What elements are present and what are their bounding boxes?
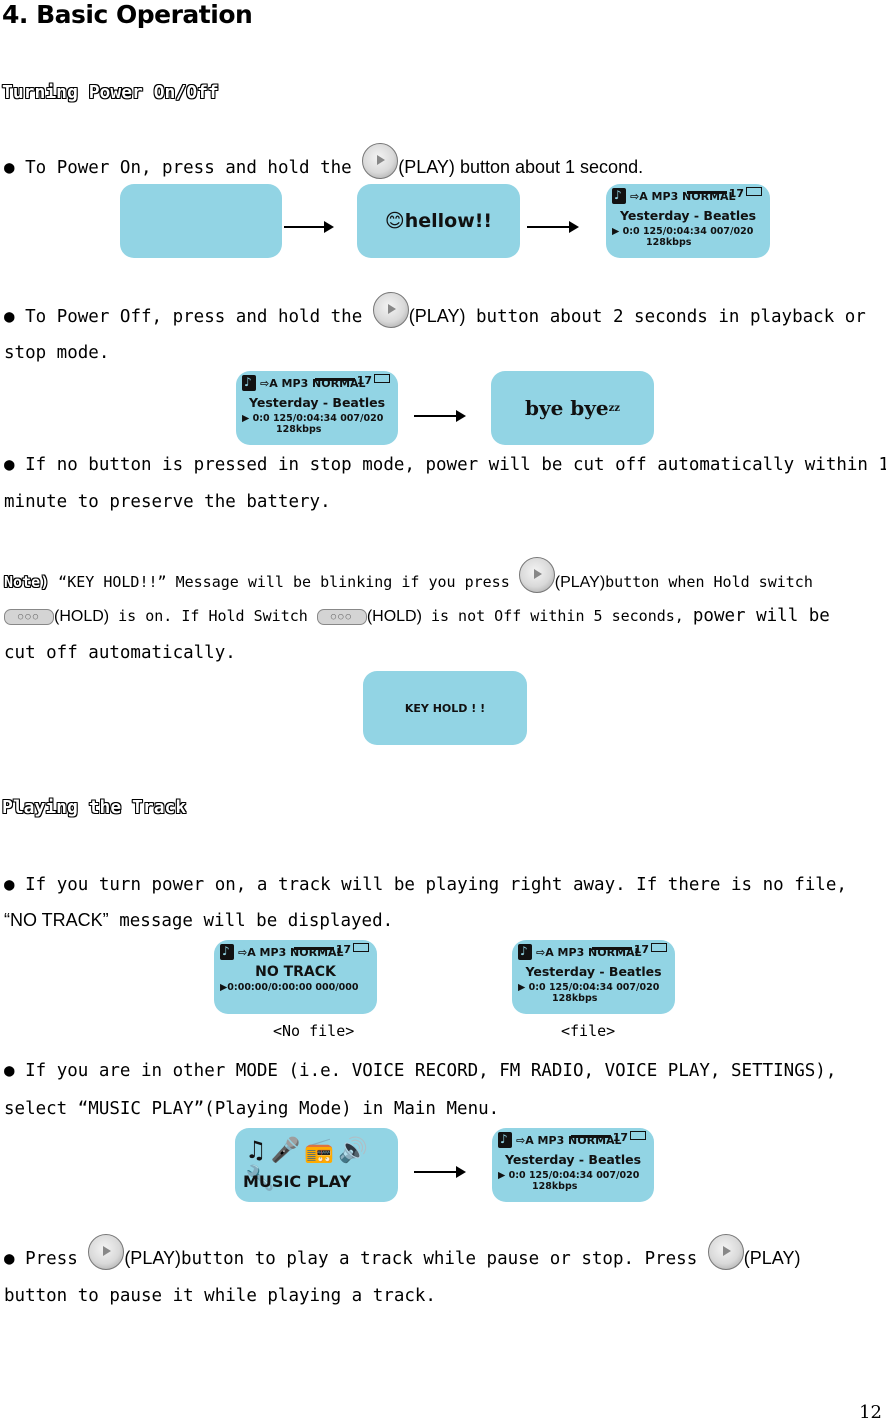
play-button-icon [518, 557, 555, 593]
progress-bar [293, 947, 334, 950]
play-button-icon [707, 1234, 744, 1270]
lcd-playback: ⇨A MP3 NORMAL 17 Yesterday - Beatles ▶ 0… [236, 371, 398, 445]
paragraph-auto-off: ● If no button is pressed in stop mode, … [4, 455, 886, 475]
progress-bar [591, 947, 632, 950]
paragraph-power-on: ● To Power On, press and hold the (PLAY)… [4, 143, 643, 179]
music-note-icon [612, 188, 626, 204]
caption-no-file: <No file> [273, 1022, 355, 1040]
caption-file: <file> [561, 1022, 616, 1040]
paragraph-mode: ● If you are in other MODE (i.e. VOICE R… [4, 1061, 837, 1081]
battery-icon [746, 187, 762, 196]
paragraph-press-play: ● Press (PLAY)button to play a track whi… [4, 1234, 800, 1270]
progress-bar [686, 191, 727, 194]
battery-icon [353, 943, 369, 952]
paragraph-mode-cont: select “MUSIC PLAY”(Playing Mode) in Mai… [4, 1099, 500, 1119]
bullet: ● [4, 158, 15, 178]
lcd-main-menu: ♫🎤📻🔊🔧 MUSIC PLAY [235, 1128, 398, 1202]
arrow-right-icon [284, 221, 334, 233]
play-button-icon [88, 1234, 125, 1270]
progress-bar [570, 1135, 611, 1138]
lcd-blank [120, 184, 282, 258]
hold-switch-icon: ○○○ [4, 609, 54, 625]
paragraph-power-off: ● To Power Off, press and hold the (PLAY… [4, 292, 866, 328]
battery-icon [630, 1131, 646, 1140]
note-paragraph: Note) “KEY HOLD!!” Message will be blink… [4, 557, 813, 593]
note-paragraph-cont: ○○○(HOLD) is on. If Hold Switch ○○○(HOLD… [4, 606, 830, 627]
hold-switch-icon: ○○○ [316, 609, 367, 625]
music-note-icon [242, 375, 256, 391]
play-button-icon [372, 292, 409, 328]
arrow-right-icon [527, 221, 579, 233]
music-note-icon [518, 944, 532, 960]
battery-icon [651, 943, 667, 952]
lcd-playback: ⇨A MP3 NORMAL 17 Yesterday - Beatles ▶ 0… [606, 184, 770, 258]
paragraph-auto-off-cont: minute to preserve the battery. [4, 492, 331, 512]
section-heading-playing: Playing the Track [2, 797, 187, 818]
music-note-icon [220, 944, 234, 960]
page-number: 12 [859, 1402, 882, 1423]
arrow-right-icon [414, 410, 466, 422]
paragraph-power-off-cont: stop mode. [4, 343, 110, 363]
paragraph-press-play-cont: button to pause it while playing a track… [4, 1286, 436, 1306]
lcd-playback: ⇨A MP3 NORMAL 17 Yesterday - Beatles ▶ 0… [492, 1128, 654, 1202]
battery-icon [374, 374, 390, 383]
arrow-right-icon [414, 1166, 466, 1178]
smiley-icon: 😊 [384, 210, 405, 232]
note-paragraph-end: cut off automatically. [4, 643, 236, 663]
lcd-no-track: ⇨A MP3 NORMAL 17 NO TRACK ▶0:00:00/0:00:… [214, 940, 377, 1014]
music-note-icon [498, 1132, 512, 1148]
menu-icons: ♫🎤📻🔊🔧 [245, 1136, 373, 1192]
paragraph-playing: ● If you turn power on, a track will be … [4, 875, 847, 895]
play-button-icon [362, 143, 399, 179]
lcd-hellow: 😊hellow!! [357, 184, 520, 258]
lcd-playback: ⇨A MP3 NORMAL 17 Yesterday - Beatles ▶ 0… [512, 940, 675, 1014]
lcd-keyhold: KEY HOLD ! ! [363, 671, 527, 745]
section-heading-power: Turning Power On/Off [2, 82, 219, 103]
paragraph-playing-cont: “NO TRACK” message will be displayed. [4, 910, 394, 931]
page-heading: 4. Basic Operation [2, 0, 253, 29]
progress-bar [314, 378, 355, 381]
